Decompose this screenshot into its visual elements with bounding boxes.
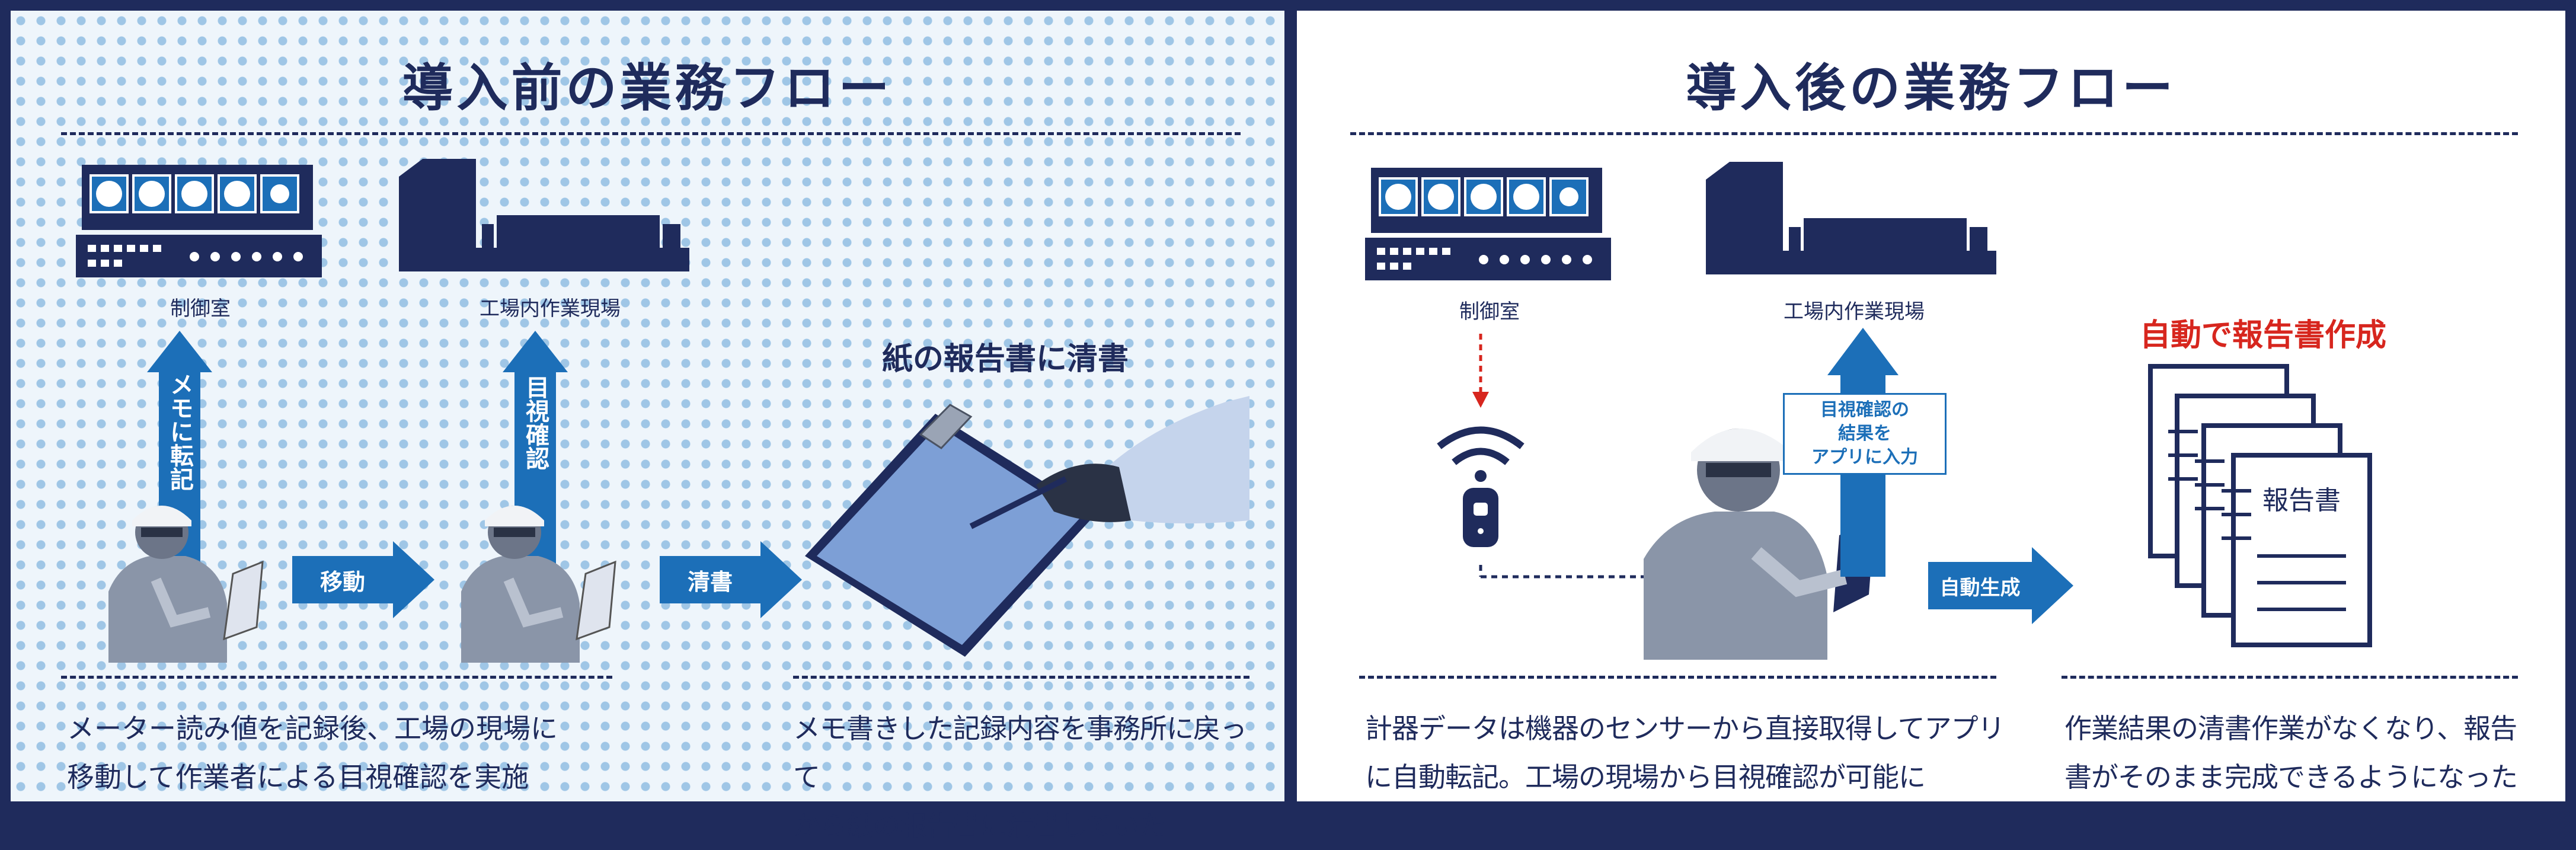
desc-divider-right-1 [1359,676,1996,679]
after-desc-2-line-2: 書がそのまま完成できるようになった [2064,761,2518,793]
factory-label-right: 工場内作業現場 [1784,300,1925,324]
worker-with-tablet-photo [1644,429,1875,660]
control-panel-icon [76,165,322,277]
worker-with-clipboard-photo-2 [461,506,616,663]
app-input-note-line-3: アプリに入力 [1811,447,1918,468]
control-room-label: 制御室 [170,297,231,321]
before-title: 導入前の業務フロー [402,59,893,118]
paper-report-heading: 紙の報告書に清書 [882,341,1129,377]
before-desc-2: メモ書きした記録内容を事務所に戻って から紙の報告書に清書していた [793,704,1267,850]
after-desc-1-line-2: に自動転記。工場の現場から目視確認が可能に [1365,761,1926,793]
before-desc-2-line-1: メモ書きした記録内容を事務所に戻って [793,712,1247,793]
move-arrow: 移動 [292,541,434,618]
after-desc-1-line-1: 計器データは機器のセンサーから直接取得してアプリ [1365,712,2005,744]
report-doc-title: 報告書 [2262,485,2341,516]
title-divider [61,132,1241,135]
title-divider-right [1350,132,2518,135]
after-desc-1: 計器データは機器のセンサーから直接取得してアプリ に自動転記。工場の現場から目視… [1365,704,2023,801]
memo-transfer-text: メモに転記 [166,372,193,491]
after-title: 導入後の業務フロー [1686,59,2177,118]
auto-generate-arrow: 自動生成 [1928,547,2073,624]
app-input-note: 目視確認の 結果を アプリに入力 [1783,393,1947,475]
after-panel: 導入後の業務フロー 制御室 工場内作業現場 [1297,11,2565,801]
report-documents-icon [2148,364,2372,647]
app-input-note-line-1: 目視確認の [1820,400,1909,420]
after-desc-2: 作業結果の清書作業がなくなり、報告 書がそのまま完成できるようになった [2064,704,2556,801]
after-desc-2-line-1: 作業結果の清書作業がなくなり、報告 [2064,712,2517,744]
factory-machine-icon-right [1706,162,1996,274]
visual-check-text: 目視確認 [522,375,549,470]
control-panel-icon-right [1365,168,1611,280]
wireless-sensor-icon [1437,426,1524,547]
clean-copy-label: 清書 [660,556,760,603]
move-label: 移動 [292,556,393,603]
app-input-note-line-2: 結果を [1838,423,1891,444]
worker-with-clipboard-photo [108,506,264,663]
before-panel: 導入前の業務フロー 制御室 工場内作業現場 [11,11,1284,842]
desc-divider-right-2 [2062,676,2518,679]
clipboard-writing-photo [805,396,1249,657]
sensor-down-arrow [1472,334,1489,408]
factory-label: 工場内作業現場 [480,297,621,321]
desc-divider-2 [793,676,1249,679]
control-room-label-right: 制御室 [1459,300,1520,324]
before-desc-2-line-2: から紙の報告書に清書していた [793,810,1166,842]
desc-divider-1 [61,676,612,679]
before-desc-1-line-1: メーター読み値を記録後、工場の現場に [67,712,558,744]
auto-report-heading: 自動で報告書作成 [2139,318,2386,353]
before-desc-1-line-2: 移動して作業者による目視確認を実施 [67,761,529,793]
auto-generate-label: 自動生成 [1928,562,2032,609]
before-desc-1: メーター読み値を記録後、工場の現場に 移動して作業者による目視確認を実施 [67,704,636,801]
factory-machine-icon [399,159,689,271]
clean-copy-arrow: 清書 [660,541,802,618]
